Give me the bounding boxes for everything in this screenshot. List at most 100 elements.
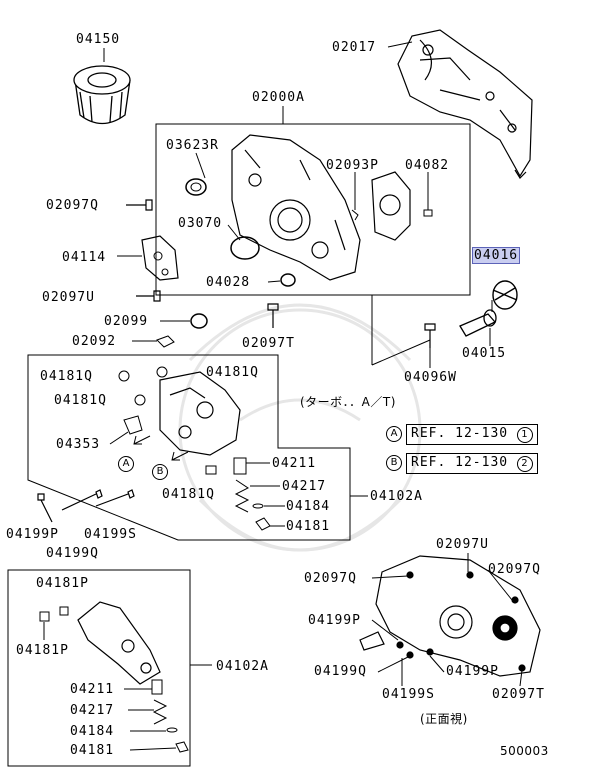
pump-cover	[371, 171, 411, 241]
bolt-02097T	[267, 303, 279, 328]
arrow-A-line	[133, 435, 151, 445]
gasket	[397, 29, 533, 179]
label-04181P-b: 04181P	[16, 643, 69, 658]
label-04199S-a: 04199S	[84, 527, 137, 542]
plug-04181	[255, 517, 271, 531]
label-04102A-b: 04102A	[216, 659, 269, 674]
label-03070: 03070	[178, 216, 223, 231]
label-04181Q-a: 04181Q	[40, 369, 93, 384]
plug-04181Q-a	[118, 370, 130, 382]
o-ring	[230, 236, 260, 260]
plug-02092	[156, 335, 175, 348]
plunger-b	[151, 679, 163, 695]
oil-pump-group-box	[27, 354, 351, 541]
label-04199P-c: 04199P	[446, 664, 499, 679]
oil-filter	[73, 65, 131, 125]
label-04199S-b: 04199S	[382, 687, 435, 702]
label-04199Q-a: 04199Q	[46, 546, 99, 561]
label-02097T-b: 02097T	[492, 687, 545, 702]
ref-a-box[interactable]: REF. 12-130 1	[406, 424, 538, 445]
plug-04181Q-d	[205, 465, 217, 475]
label-02017: 02017	[332, 40, 377, 55]
arrow-B-label: B	[152, 464, 168, 480]
relief-valve-body	[77, 601, 161, 685]
label-02097Q-c: 02097Q	[488, 562, 541, 577]
front-view-note: (正面視)	[420, 712, 468, 726]
label-02097T-mid: 02097T	[242, 336, 295, 351]
watermark	[178, 303, 422, 552]
switch-04353	[123, 415, 143, 435]
plug-04181Q-c	[134, 394, 146, 406]
front-case-group-box	[155, 123, 471, 296]
label-04102A-a: 04102A	[370, 489, 423, 504]
ref-b-box[interactable]: REF. 12-130 2	[406, 453, 538, 474]
oil-pump-body	[159, 371, 241, 456]
label-04199Q-b: 04199Q	[314, 664, 367, 679]
label-04181-a: 04181	[286, 519, 331, 534]
label-02099: 02099	[104, 314, 149, 329]
turbo-note: (ターボ．．A／T)	[300, 395, 396, 409]
relief-valve-group-box	[7, 569, 191, 767]
label-04028: 04028	[206, 275, 251, 290]
label-04199P-b: 04199P	[308, 613, 361, 628]
plug-04181P-b	[39, 611, 50, 622]
ring-04184	[252, 503, 264, 509]
label-02093P: 02093P	[326, 158, 379, 173]
ref-a-text: REF. 12-130	[411, 426, 509, 441]
bolt-04096W	[424, 323, 436, 348]
label-03623R: 03623R	[166, 138, 219, 153]
label-04199P-a: 04199P	[6, 527, 59, 542]
label-02097Q-b: 02097Q	[304, 571, 357, 586]
label-04114: 04114	[62, 250, 107, 265]
label-02097Q-top: 02097Q	[46, 198, 99, 213]
oil-seal	[185, 178, 207, 196]
pin-02093P	[351, 209, 359, 221]
label-04353: 04353	[56, 437, 101, 452]
ref-a-letter: A	[386, 426, 402, 442]
label-04015: 04015	[462, 346, 507, 361]
diagram-id: 500003	[500, 744, 549, 758]
label-04150: 04150	[76, 32, 121, 47]
plug-04181P-a	[59, 606, 69, 616]
label-04184-a: 04184	[286, 499, 331, 514]
leader-02017	[387, 41, 413, 48]
label-04211-a: 04211	[272, 456, 317, 471]
ring-04184-b	[166, 727, 178, 733]
label-04217-b: 04217	[70, 703, 115, 718]
label-04082: 04082	[405, 158, 450, 173]
label-04016-highlighted[interactable]: 04016	[472, 247, 521, 264]
plug-04181Q-b	[156, 366, 168, 378]
label-04181Q-c: 04181Q	[54, 393, 107, 408]
label-04181Q-d: 04181Q	[162, 487, 215, 502]
label-04217-a: 04217	[282, 479, 327, 494]
bolt-04082	[423, 190, 433, 217]
front-case	[231, 134, 361, 281]
ref-a-number: 1	[516, 427, 533, 443]
bolt-02097U	[136, 290, 161, 302]
ring-02099	[190, 313, 208, 329]
long-bolts	[37, 489, 135, 523]
label-04181Q-b: 04181Q	[206, 365, 259, 380]
label-02092: 02092	[72, 334, 117, 349]
plunger	[233, 457, 247, 475]
gasket-04114	[141, 235, 179, 281]
label-04211-b: 04211	[70, 682, 115, 697]
label-04181-b: 04181	[70, 743, 115, 758]
gear	[492, 280, 518, 310]
label-04096W: 04096W	[404, 370, 457, 385]
label-02097U-top: 02097U	[42, 290, 95, 305]
ref-b-letter: B	[386, 455, 402, 471]
label-02097U-b: 02097U	[436, 537, 489, 552]
bolt-02097Q	[126, 199, 153, 211]
label-04181P-a: 04181P	[36, 576, 89, 591]
label-04184-b: 04184	[70, 724, 115, 739]
front-view-assembly	[359, 555, 541, 677]
spring	[234, 479, 250, 513]
ref-b-number: 2	[516, 456, 533, 472]
shaft-04015	[459, 309, 497, 337]
ref-b-text: REF. 12-130	[411, 455, 509, 470]
arrow-B-line	[171, 451, 189, 461]
seal-04028	[280, 273, 296, 287]
